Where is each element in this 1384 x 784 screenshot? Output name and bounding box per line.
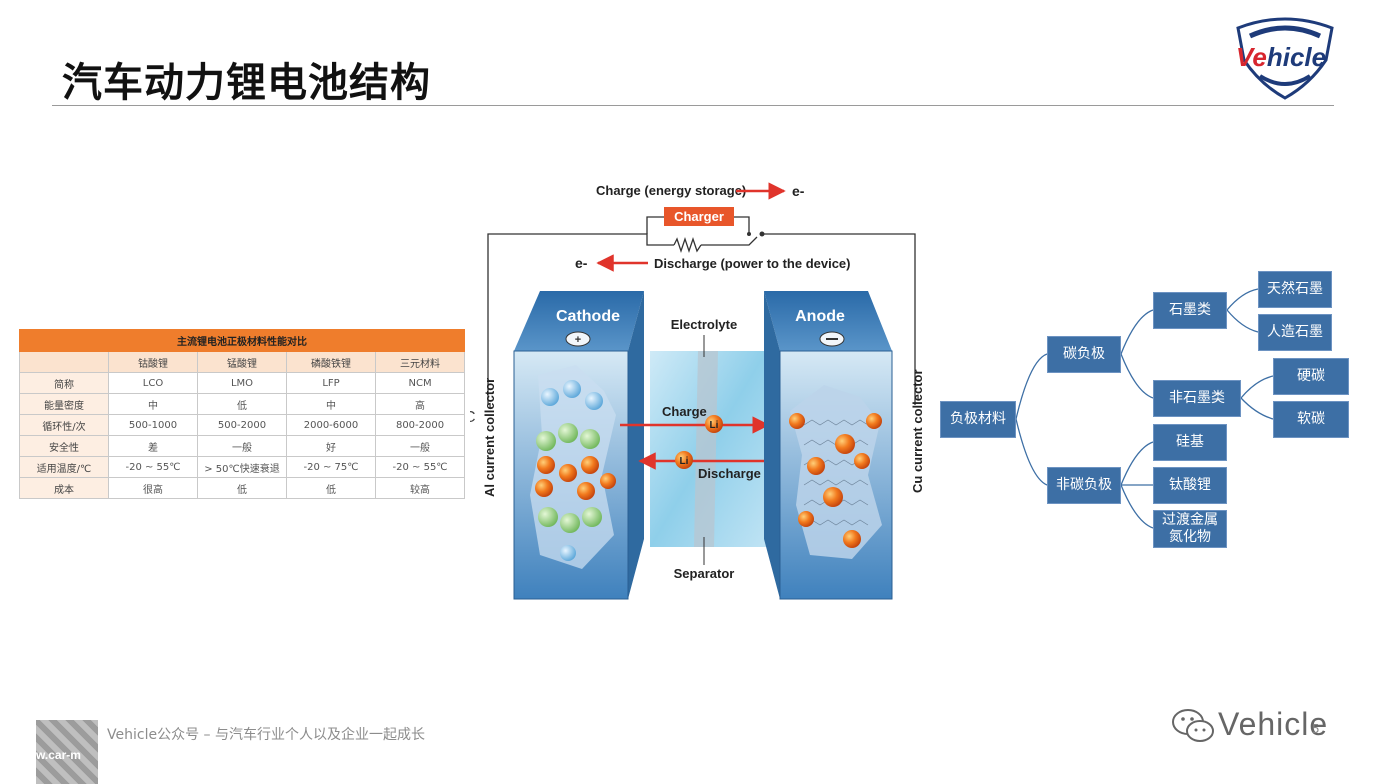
charger-wire bbox=[646, 216, 750, 234]
table-cell: 中 bbox=[108, 393, 198, 415]
table-cell: 较高 bbox=[374, 477, 466, 499]
tree-node-carbon-anode: 碳负极 bbox=[1047, 336, 1121, 373]
charger-box bbox=[664, 207, 734, 226]
vehicle-logo-shield bbox=[1236, 17, 1334, 100]
table-cell: 一般 bbox=[197, 435, 287, 457]
table-cell: -20 ~ 55℃ bbox=[374, 456, 466, 478]
table-row: 安全性 差 一般 好 一般 bbox=[19, 435, 466, 457]
page-number: 5 bbox=[1312, 722, 1320, 736]
table-cell: 高 bbox=[374, 393, 466, 415]
anode-particles bbox=[789, 413, 882, 548]
footer-tagline: Vehicle公众号 – 与汽车行业个人以及企业一起成长 bbox=[107, 727, 425, 743]
table-cell: -20 ~ 75℃ bbox=[286, 456, 376, 478]
cathode-material-table: 主流锂电池正极材料性能对比 钴酸锂 锰酸锂 磷酸铁锂 三元材料 简称 LCO L… bbox=[18, 329, 466, 499]
table-row-label: 简称 bbox=[19, 372, 109, 394]
tree-node-soft-carbon: 软碳 bbox=[1273, 401, 1349, 438]
electrolyte-label: Electrolyte bbox=[671, 317, 737, 332]
logo-prefix: Ve bbox=[1236, 42, 1267, 72]
table-cell: > 50℃快速衰退 bbox=[197, 456, 287, 478]
footer-logo bbox=[36, 720, 98, 784]
switch-contact-icon bbox=[747, 232, 751, 236]
table-header-cell: 磷酸铁锂 bbox=[286, 351, 376, 373]
cu-collector-label: Cu current collector bbox=[910, 369, 925, 493]
footer-logo-text: w.car-m bbox=[36, 748, 81, 762]
footer-brand: Vehicle bbox=[1218, 706, 1329, 742]
li-ion-discharge bbox=[675, 451, 693, 469]
separator-label: Separator bbox=[674, 566, 735, 581]
table-row: 成本 很高 低 低 较高 bbox=[19, 477, 466, 499]
li-ion-label: Li bbox=[680, 456, 689, 467]
table-cell: 500-2000 bbox=[197, 414, 287, 436]
charger-label: Charger bbox=[674, 209, 724, 224]
table-header-row: 钴酸锂 锰酸锂 磷酸铁锂 三元材料 bbox=[19, 351, 466, 373]
discharge-flow-label: Discharge bbox=[698, 466, 761, 481]
tree-node-anode-materials: 负极材料 bbox=[940, 401, 1016, 438]
tree-node-natural-graphite: 天然石墨 bbox=[1258, 271, 1332, 308]
tree-node-hard-carbon: 硬碳 bbox=[1273, 358, 1349, 395]
anode-label: Anode bbox=[795, 308, 845, 325]
table-cell: 低 bbox=[286, 477, 376, 499]
electron-label-discharge: e- bbox=[575, 255, 588, 271]
table-row-label: 安全性 bbox=[19, 435, 109, 457]
table-cell: 一般 bbox=[374, 435, 466, 457]
table-header-cell: 三元材料 bbox=[374, 351, 466, 373]
battery-diagram: Charge (energy storage) e- Charger e- Di… bbox=[470, 182, 925, 600]
table-row: 能量密度 中 低 中 高 bbox=[19, 393, 466, 415]
tree-node-graphite: 石墨类 bbox=[1153, 292, 1227, 329]
tree-node-silicon: 硅基 bbox=[1153, 424, 1227, 461]
separator-membrane bbox=[694, 351, 718, 547]
table-cell: 低 bbox=[197, 393, 287, 415]
table-cell: 800-2000 bbox=[374, 414, 466, 436]
table-cell: 好 bbox=[286, 435, 376, 457]
anode-top bbox=[764, 291, 892, 351]
cathode-particles bbox=[535, 380, 616, 561]
discharge-power-label: Discharge (power to the device) bbox=[654, 256, 851, 271]
anode-side bbox=[764, 291, 780, 599]
logo-suffix: hicle bbox=[1266, 42, 1327, 72]
cathode-top bbox=[514, 291, 644, 351]
table-row: 适用温度/℃ -20 ~ 55℃ > 50℃快速衰退 -20 ~ 75℃ -20… bbox=[19, 456, 466, 478]
page-title: 汽车动力锂电池结构 bbox=[62, 60, 431, 106]
switch-contact-icon bbox=[759, 231, 765, 237]
table-header-cell: 锰酸锂 bbox=[197, 351, 287, 373]
wechat-icon bbox=[1172, 709, 1214, 742]
table-cell: 差 bbox=[108, 435, 198, 457]
tree-node-nongraphite: 非石墨类 bbox=[1153, 380, 1241, 417]
li-ion-label: Li bbox=[710, 420, 719, 431]
tree-node-noncarbon-anode: 非碳负极 bbox=[1047, 467, 1121, 504]
electron-label-charge: e- bbox=[792, 183, 805, 199]
cathode-label: Cathode bbox=[556, 308, 620, 325]
tree-node-artificial-graphite: 人造石墨 bbox=[1258, 314, 1332, 351]
table-row-label: 循环性/次 bbox=[19, 414, 109, 436]
table-cell: 很高 bbox=[108, 477, 198, 499]
table-cell: 500-1000 bbox=[108, 414, 198, 436]
table-row-label: 能量密度 bbox=[19, 393, 109, 415]
table-cell: 低 bbox=[197, 477, 287, 499]
table-cell: 中 bbox=[286, 393, 376, 415]
title-divider bbox=[52, 105, 1334, 106]
table-row: 循环性/次 500-1000 500-2000 2000-6000 800-20… bbox=[19, 414, 466, 436]
positive-sign: + bbox=[575, 334, 581, 346]
table-row: 简称 LCO LMO LFP NCM bbox=[19, 372, 466, 394]
stray-c-label: C bbox=[470, 409, 476, 426]
al-collector-label: Al current collector bbox=[482, 378, 497, 497]
table-cell: LCO bbox=[108, 372, 198, 394]
tree-node-transition-metal-nitride: 过渡金属氮化物 bbox=[1153, 510, 1227, 548]
resistor-icon bbox=[673, 236, 702, 254]
table-cell: 2000-6000 bbox=[286, 414, 376, 436]
li-ion-charge bbox=[705, 415, 723, 433]
vehicle-logo-text: Vehicle bbox=[1236, 42, 1326, 73]
positive-terminal-icon bbox=[565, 331, 591, 347]
tree-node-lithium-titanate: 钛酸锂 bbox=[1153, 467, 1227, 504]
table-cell: NCM bbox=[374, 372, 466, 394]
cathode-side bbox=[628, 291, 644, 599]
charge-flow-label: Charge bbox=[662, 404, 707, 419]
charge-energy-label: Charge (energy storage) bbox=[596, 183, 746, 198]
table-cell: -20 ~ 55℃ bbox=[108, 456, 198, 478]
